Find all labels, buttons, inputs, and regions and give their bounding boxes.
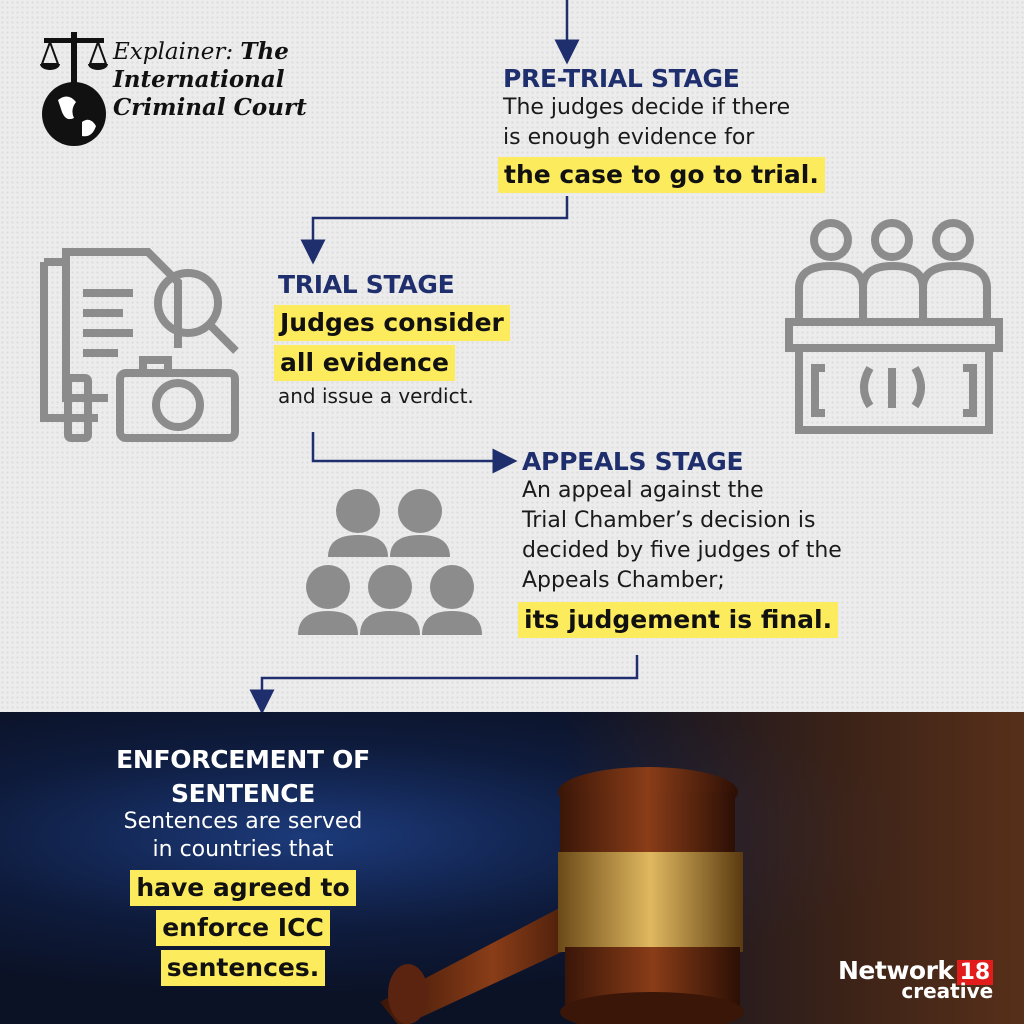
appeals-heading: APPEALS STAGE xyxy=(522,447,744,476)
enforcement-heading: ENFORCEMENT OF xyxy=(116,745,370,774)
appeals-text: Trial Chamber’s decision is xyxy=(522,508,816,533)
judges-bench-icon xyxy=(785,219,1003,434)
judge-figure xyxy=(298,489,482,635)
appeals-text: decided by five judges of the xyxy=(522,538,842,563)
pretrial-text: The judges decide if there xyxy=(503,95,791,120)
arrow-to-enforcement xyxy=(249,655,639,712)
arrow-to-appeals xyxy=(311,432,518,474)
brand-name: Network xyxy=(838,956,954,985)
trial-heading: TRIAL STAGE xyxy=(278,270,455,299)
scales-globe-logo-icon xyxy=(40,32,108,146)
enforcement-highlight: enforce ICC xyxy=(156,910,330,946)
appeals-stage: APPEALS STAGE An appeal against the Tria… xyxy=(518,447,842,638)
evidence-documents-camera-icon xyxy=(40,248,239,442)
enforcement-panel: ENFORCEMENT OF SENTENCE Sentences are se… xyxy=(0,712,1024,1024)
arrow-to-trial xyxy=(300,196,569,265)
trial-highlight: Judges consider xyxy=(274,305,510,341)
trial-text: and issue a verdict. xyxy=(278,384,474,408)
appeals-text: Appeals Chamber; xyxy=(522,568,725,593)
trial-highlight: all evidence xyxy=(274,345,455,381)
brand-sub: creative xyxy=(901,979,994,1003)
enforcement-highlight: sentences. xyxy=(160,950,326,986)
pretrial-stage: PRE-TRIAL STAGE The judges decide if the… xyxy=(498,64,825,193)
enforcement-highlight: have agreed to xyxy=(130,870,356,906)
gavel-image-icon xyxy=(380,767,744,1024)
flow-connectors xyxy=(249,0,639,712)
appeals-text: An appeal against the xyxy=(522,478,764,503)
enforcement-text: Sentences are served xyxy=(123,809,363,834)
enforcement-stage: ENFORCEMENT OF SENTENCE Sentences are se… xyxy=(60,740,426,986)
pretrial-text: is enough evidence for xyxy=(503,125,755,150)
trial-stage: TRIAL STAGE Judges consider all evidence… xyxy=(274,270,510,411)
appeals-judges-group-icon xyxy=(298,489,482,635)
pretrial-heading: PRE-TRIAL STAGE xyxy=(503,64,740,93)
appeals-highlight: its judgement is final. xyxy=(518,602,839,638)
pretrial-highlight: the case to go to trial. xyxy=(498,157,825,193)
enforcement-text: in countries that xyxy=(152,837,334,862)
brand-number: 18 xyxy=(956,960,994,985)
enforcement-heading: SENTENCE xyxy=(170,779,316,808)
